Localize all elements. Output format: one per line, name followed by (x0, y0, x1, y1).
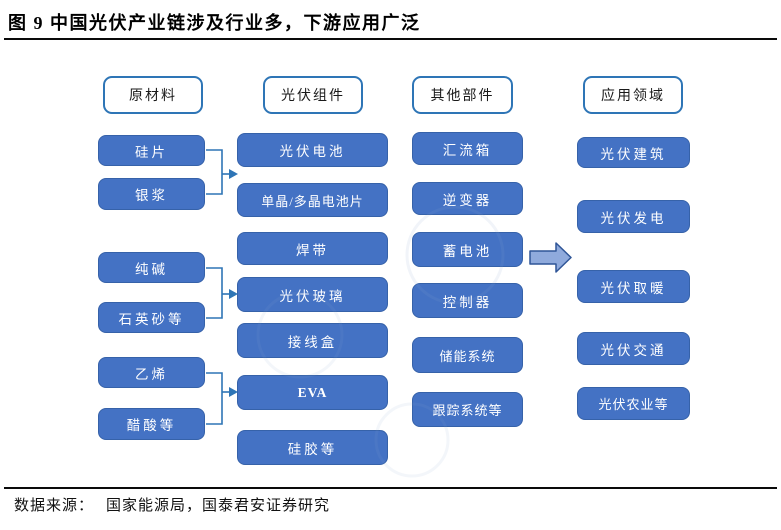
arrowhead-pair1-icon (229, 169, 238, 179)
data-source: 数据来源： 国家能源局，国泰君安证券研究 (14, 494, 330, 515)
node-soda-ash: 纯碱 (98, 252, 205, 283)
node-solder-ribbon: 焊带 (237, 232, 388, 265)
node-energy-storage-system: 储能系统 (412, 337, 523, 373)
node-silicone: 硅胶等 (237, 430, 388, 465)
node-battery: 蓄电池 (412, 232, 523, 267)
node-mono-poly-cell: 单晶/多晶电池片 (237, 183, 388, 217)
column-header-pv-modules: 光伏组件 (263, 76, 363, 114)
node-quartz-sand: 石英砂等 (98, 302, 205, 333)
node-tracking-system: 跟踪系统等 (412, 392, 523, 427)
column-header-applications: 应用领域 (583, 76, 683, 114)
node-eva: EVA (237, 375, 388, 410)
figure-title: 图 9 中国光伏产业链涉及行业多，下游应用广泛 (8, 13, 421, 33)
node-controller: 控制器 (412, 283, 523, 318)
node-pv-building: 光伏建筑 (577, 137, 690, 168)
column-header-other-parts: 其他部件 (412, 76, 513, 114)
data-source-label: 数据来源： (14, 498, 95, 514)
node-junction-box: 接线盒 (237, 323, 388, 358)
node-acetic-acid: 醋酸等 (98, 408, 205, 440)
node-silver-paste: 银浆 (98, 178, 205, 210)
title-underline (4, 38, 777, 41)
node-inverter: 逆变器 (412, 182, 523, 215)
data-source-value: 国家能源局，国泰君安证券研究 (106, 498, 331, 514)
footer-rule (4, 487, 777, 490)
connector-pair3 (206, 372, 229, 425)
node-pv-cell: 光伏电池 (237, 133, 388, 167)
flow-arrow-icon (529, 242, 572, 273)
node-pv-power-generation: 光伏发电 (577, 200, 690, 233)
connector-pair1 (206, 149, 229, 195)
column-header-raw-materials: 原材料 (103, 76, 203, 114)
node-pv-transport: 光伏交通 (577, 332, 690, 365)
node-combiner-box: 汇流箱 (412, 132, 523, 165)
node-ethylene: 乙烯 (98, 357, 205, 388)
node-silicon-wafer: 硅片 (98, 135, 205, 166)
node-pv-heating: 光伏取暖 (577, 270, 690, 303)
node-pv-agriculture: 光伏农业等 (577, 387, 690, 420)
connector-pair2 (206, 267, 229, 319)
node-pv-glass: 光伏玻璃 (237, 277, 388, 312)
